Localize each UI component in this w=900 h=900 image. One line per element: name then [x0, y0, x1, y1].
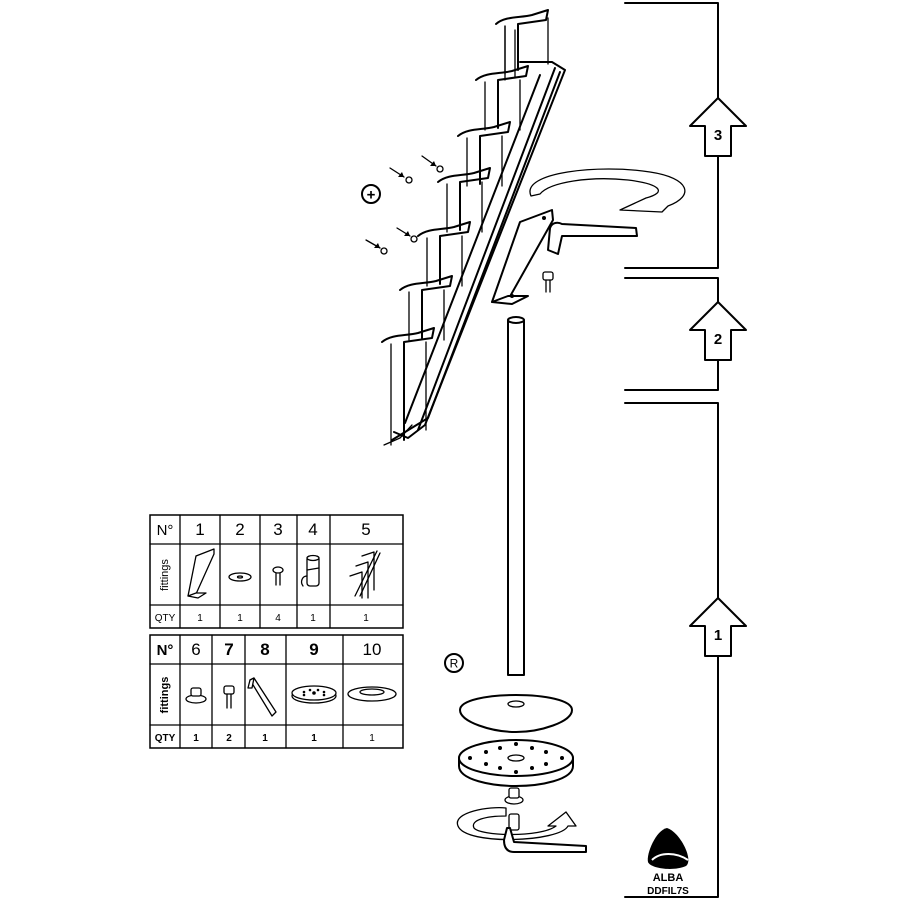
rotation-arrow-bottom [456, 806, 577, 841]
parts-table-bottom: N° 6 7 8 9 10 fittings QTY 1 2 1 1 1 [149, 634, 404, 749]
base-cover-disc [459, 694, 573, 733]
table-top-qty-1: 1 [197, 613, 203, 624]
step-arrow-1: 1 [689, 597, 747, 657]
table-top-qty-header: QTY [155, 613, 176, 624]
table-bottom-fittings-header: fittings [159, 677, 171, 714]
table-top-number-2: 2 [235, 520, 244, 539]
pole [507, 316, 525, 676]
step-label-3: 3 [714, 127, 722, 144]
table-bottom-number-7: 7 [224, 640, 233, 659]
table-bottom-number-8: 8 [260, 640, 269, 659]
table-bottom-qty-header: QTY [155, 733, 176, 744]
brand-logo: ALBA DDFIL7S [647, 828, 689, 897]
brand-name: ALBA [653, 872, 684, 884]
plus-marker: + [361, 184, 381, 204]
table-top-qty-5: 1 [363, 613, 369, 624]
washer-icon [228, 572, 252, 582]
table-bottom-qty-8: 1 [262, 733, 268, 744]
step-label-2: 2 [714, 331, 722, 348]
rack-pocket [417, 221, 471, 287]
brochure-rack-icon [349, 550, 381, 599]
mounting-plate [491, 209, 554, 305]
base-fixing-bolt [504, 787, 524, 831]
brand-logo-mark [647, 828, 689, 869]
table-bottom-qty-6: 1 [193, 733, 199, 744]
allen-key-icon [247, 677, 277, 717]
table-top-number-4: 4 [308, 520, 317, 539]
allen-key-icon [503, 827, 587, 853]
table-bottom-no-header: N° [157, 642, 174, 659]
table-top-number-3: 3 [273, 520, 282, 539]
brand-model: DDFIL7S [647, 886, 689, 897]
bolt-icon [542, 271, 554, 293]
table-top-qty-3: 4 [275, 613, 281, 624]
rack-pocket [381, 327, 435, 446]
plus-symbol: + [367, 187, 376, 204]
rack-pocket [457, 121, 511, 187]
registered-symbol: R [450, 657, 459, 671]
screw-icon [389, 167, 413, 184]
mounting-plate-icon [187, 548, 215, 599]
step-arrow-2: 2 [689, 301, 747, 361]
table-top-number-5: 5 [361, 520, 370, 539]
table-top-number-1: 1 [195, 520, 204, 539]
pole-connector-icon [300, 554, 320, 587]
cover-disc-icon [347, 686, 397, 702]
table-top-qty-2: 1 [237, 613, 243, 624]
screw-icon [421, 155, 444, 173]
rack-pocket [399, 275, 453, 341]
table-bottom-qty-9: 1 [311, 733, 317, 744]
screw-icon [365, 239, 388, 255]
rack-pocket [475, 65, 529, 131]
registered-marker: R [444, 653, 464, 673]
allen-key-icon [547, 221, 638, 255]
parts-table-top: N° 1 2 3 4 5 fittings QTY 1 1 4 1 1 [149, 514, 404, 629]
step-arrow-3: 3 [689, 97, 747, 157]
base-plate-icon [291, 685, 337, 704]
step-label-1: 1 [714, 627, 722, 644]
table-top-no-header: N° [157, 522, 174, 539]
table-bottom-number-9: 9 [309, 640, 318, 659]
brochure-rack [381, 9, 566, 446]
base-plate-disc [458, 739, 574, 787]
screw-icon [272, 566, 284, 586]
table-bottom-number-6: 6 [191, 640, 200, 659]
table-bottom-qty-7: 2 [226, 733, 232, 744]
table-top-fittings-header: fittings [159, 559, 171, 591]
table-top-qty-4: 1 [310, 613, 316, 624]
screw-arrows [365, 155, 444, 255]
rack-pocket [495, 9, 549, 75]
rotation-arrow-top [529, 168, 686, 213]
table-bottom-qty-10: 1 [369, 733, 375, 744]
screw-icon [396, 227, 418, 243]
table-bottom-number-10: 10 [363, 640, 382, 659]
bolt-icon [223, 685, 235, 709]
bushing-icon [185, 687, 207, 704]
rack-pocket [437, 167, 491, 233]
